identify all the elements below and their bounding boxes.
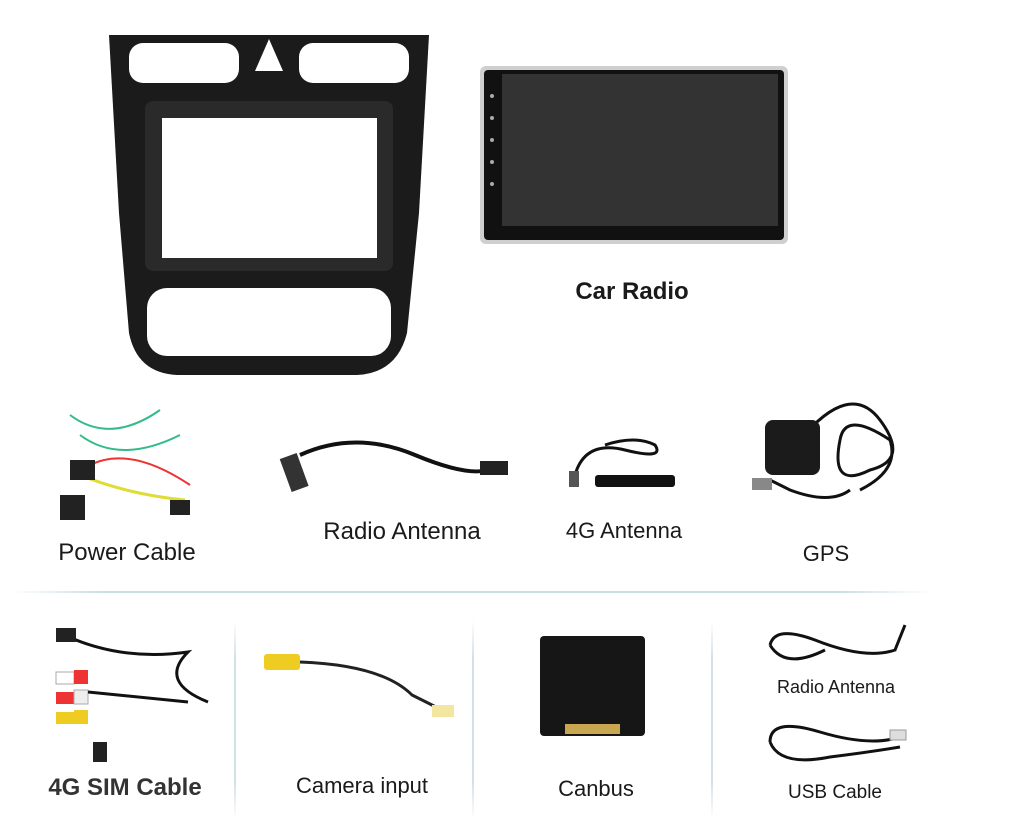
section-divider	[12, 591, 930, 593]
radio-antenna-cable-image	[768, 624, 907, 661]
usb-cable-image	[768, 724, 907, 762]
column-divider	[234, 620, 236, 820]
gps-label: GPS	[802, 541, 850, 566]
radio-antenna-label: Radio Antenna	[323, 518, 481, 545]
sim-cable-image	[55, 628, 209, 762]
camera-input-label: Camera input	[295, 773, 429, 798]
canbus-image	[540, 636, 645, 736]
car-radio-image	[480, 66, 788, 244]
gps-antenna-image	[752, 402, 895, 499]
column-divider	[472, 620, 474, 820]
antenna-4g-image	[569, 438, 675, 487]
antenna-4g-label: 4G Antenna	[565, 518, 683, 543]
power-cable-label: Power Cable	[58, 539, 196, 566]
dash-frame-image	[109, 35, 429, 375]
car-radio-label: Car Radio	[575, 278, 689, 305]
power-cable-image	[60, 409, 191, 520]
canbus-label: Canbus	[558, 776, 634, 801]
usb-cable-label: USB Cable	[788, 782, 882, 803]
radio-antenna-small-label: Radio Antenna	[776, 677, 896, 697]
column-divider	[711, 620, 713, 820]
sim-cable-label: 4G SIM Cable	[48, 774, 202, 801]
camera-input-image	[264, 654, 454, 717]
radio-antenna-image	[279, 440, 508, 492]
